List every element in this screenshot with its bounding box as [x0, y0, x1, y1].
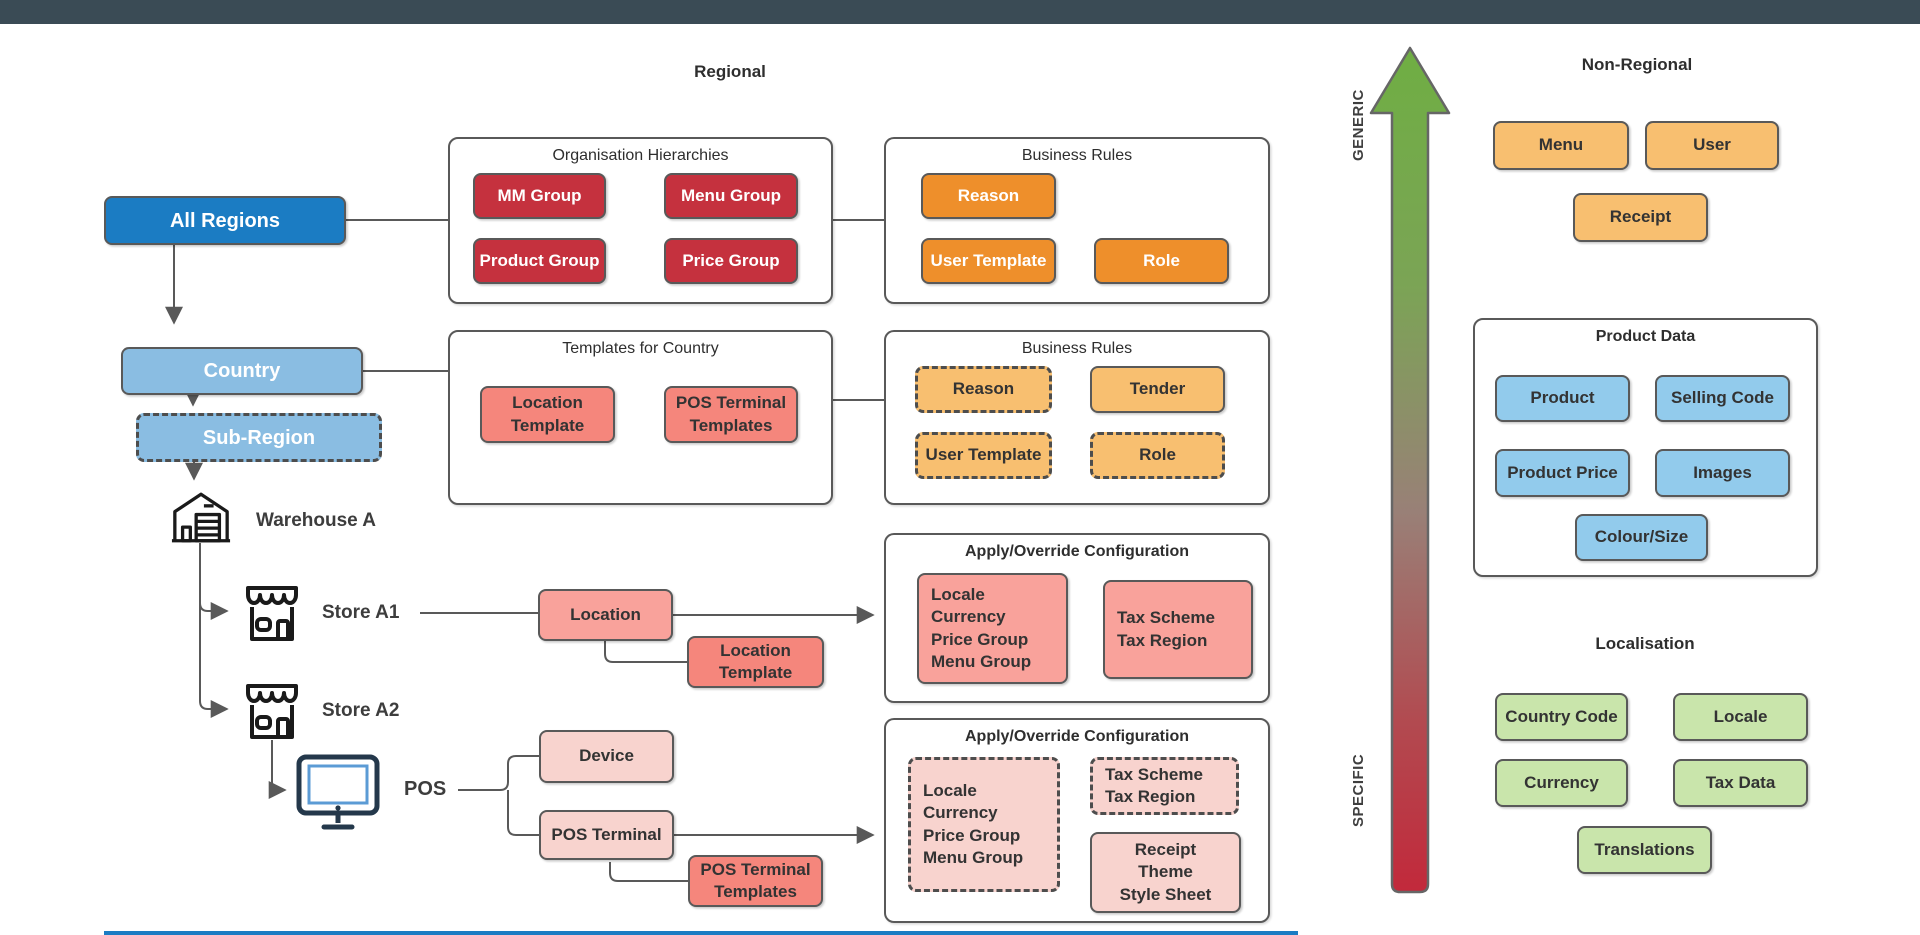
chip-menu-group: Menu Group	[664, 173, 798, 219]
chip-location: Location	[538, 589, 673, 641]
chip-menu: Menu	[1493, 121, 1629, 170]
chip-selling-code: Selling Code	[1655, 375, 1790, 422]
chip-pos-terminal: POS Terminal	[539, 810, 674, 860]
regional-title: Regional	[694, 62, 766, 81]
non-regional-title: Non-Regional	[1581, 55, 1693, 74]
chip-currency: Currency	[1495, 759, 1628, 807]
chip-user-template-top: User Template	[921, 238, 1056, 284]
sub-region-node: Sub-Region	[136, 413, 382, 462]
chip-location-template: Location Template	[480, 386, 615, 443]
chip-user: User	[1645, 121, 1779, 170]
bottom-bar-edge	[104, 931, 1298, 935]
chip-images: Images	[1655, 449, 1790, 497]
store-a2-label: Store A2	[322, 700, 400, 721]
chip-receipt-theme: Receipt Theme Style Sheet	[1090, 832, 1241, 913]
chip-device: Device	[539, 730, 674, 783]
chip-reason-country: Reason	[915, 366, 1052, 413]
chip-location-template-store: Location Template	[687, 636, 824, 688]
chip-tax-scheme-store: Tax Scheme Tax Region	[1103, 580, 1253, 679]
warehouse-a-label: Warehouse A	[256, 510, 377, 531]
pos-monitor-icon	[295, 753, 391, 838]
chip-pos-terminal-templates: POS Terminal Templates	[664, 386, 798, 443]
generic-to-specific-gradient-arrow	[1369, 46, 1451, 894]
apply-override-pos-title: Apply/Override Configuration	[964, 728, 1189, 745]
warehouse-icon	[170, 488, 232, 550]
chip-locale-group-store: Locale Currency Price Group Menu Group	[917, 573, 1068, 684]
connectors	[165, 219, 884, 882]
store-a1-icon	[238, 582, 306, 647]
templates-for-country-title: Templates for Country	[562, 340, 719, 357]
chip-mm-group: MM Group	[473, 173, 606, 219]
specific-axis-label: SPECIFIC	[1350, 753, 1367, 827]
chip-price-group: Price Group	[664, 238, 798, 284]
business-rules-top-title: Business Rules	[1021, 147, 1133, 164]
chip-locale: Locale	[1673, 693, 1808, 741]
chip-product-price: Product Price	[1495, 449, 1630, 497]
chip-role-country: Role	[1090, 432, 1225, 479]
chip-colour-size: Colour/Size	[1575, 514, 1708, 561]
product-data-title: Product Data	[1595, 328, 1696, 345]
chip-tax-scheme-pos: Tax Scheme Tax Region	[1090, 757, 1239, 815]
chip-product: Product	[1495, 375, 1630, 422]
org-hierarchies-title: Organisation Hierarchies	[552, 147, 729, 164]
generic-axis-label: GENERIC	[1350, 89, 1367, 161]
chip-product-group: Product Group	[473, 238, 606, 284]
chip-translations: Translations	[1577, 826, 1712, 874]
top-bar	[0, 0, 1920, 24]
store-a2-icon	[238, 680, 306, 745]
chip-pos-terminal-templates-store: POS Terminal Templates	[688, 855, 823, 907]
chip-reason-top: Reason	[921, 173, 1056, 219]
all-regions-node: All Regions	[104, 196, 346, 245]
chip-user-template-country: User Template	[915, 432, 1052, 479]
chip-locale-group-pos: Locale Currency Price Group Menu Group	[908, 757, 1060, 892]
apply-override-store-title: Apply/Override Configuration	[964, 543, 1189, 560]
store-a1-label: Store A1	[322, 602, 400, 623]
pos-label: POS	[404, 778, 447, 800]
chip-country-code: Country Code	[1495, 693, 1628, 741]
chip-receipt: Receipt	[1573, 193, 1708, 242]
business-rules-country-title: Business Rules	[1021, 340, 1133, 357]
chip-tax-data: Tax Data	[1673, 759, 1808, 807]
chip-role-top: Role	[1094, 238, 1229, 284]
localisation-title: Localisation	[1595, 634, 1695, 653]
country-node: Country	[121, 347, 363, 395]
chip-tender: Tender	[1090, 366, 1225, 413]
